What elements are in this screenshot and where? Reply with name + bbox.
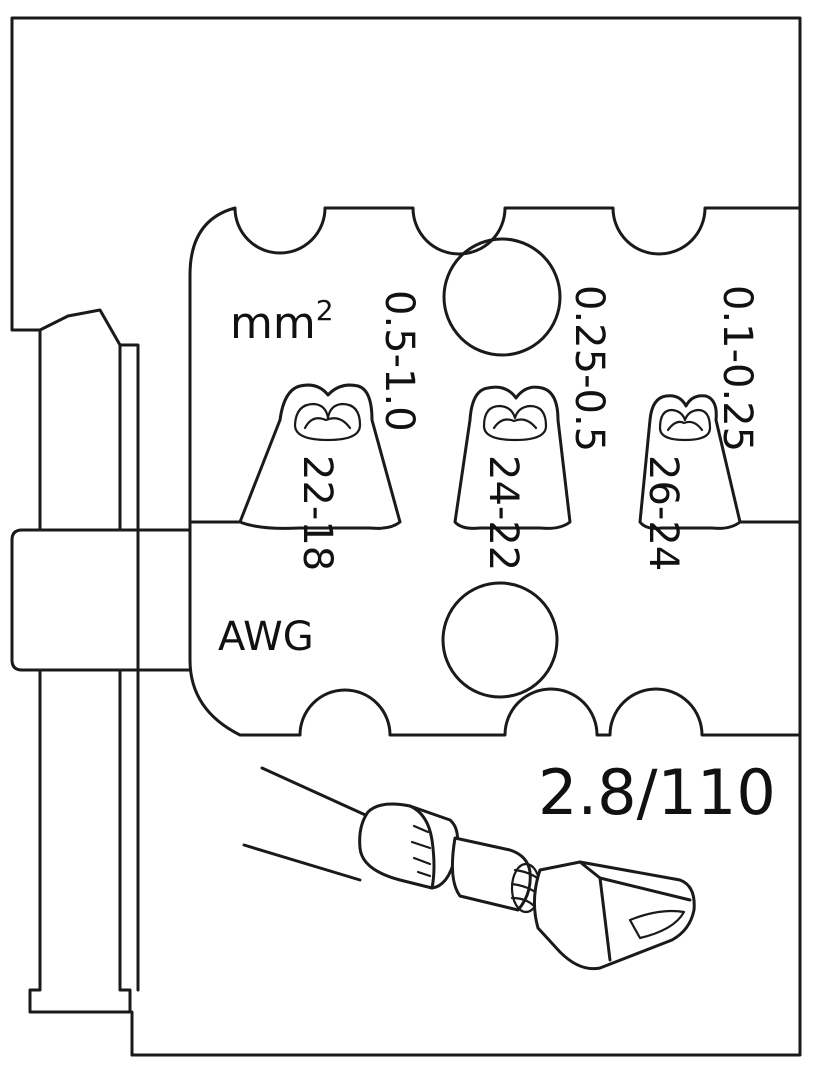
cavity-2-mm2-label: 0.25-0.5 xyxy=(566,285,612,452)
unit-mm-label: mm2 xyxy=(230,294,334,349)
cavity-26-24 xyxy=(638,394,742,530)
cavity-1-awg-label: 22-18 xyxy=(294,455,340,571)
die-insert xyxy=(188,206,802,737)
cavity-3-mm2-label: 0.1-0.25 xyxy=(714,285,760,452)
cavity-1-mm2-label: 0.5-1.0 xyxy=(376,290,422,432)
cavity-24-22 xyxy=(453,385,572,530)
cavity-3-awg-label: 26-24 xyxy=(640,455,686,571)
lower-mounting-hole-icon xyxy=(441,581,559,699)
model-number-label: 2.8/110 xyxy=(538,756,776,829)
unit-awg-label: AWG xyxy=(218,614,314,660)
tool-frame xyxy=(10,16,802,1057)
flat-receptacle-terminal-icon xyxy=(242,766,696,971)
cavity-2-awg-label: 24-22 xyxy=(480,455,526,571)
cavity-22-18 xyxy=(238,383,402,530)
upper-mounting-hole-icon xyxy=(442,237,562,357)
